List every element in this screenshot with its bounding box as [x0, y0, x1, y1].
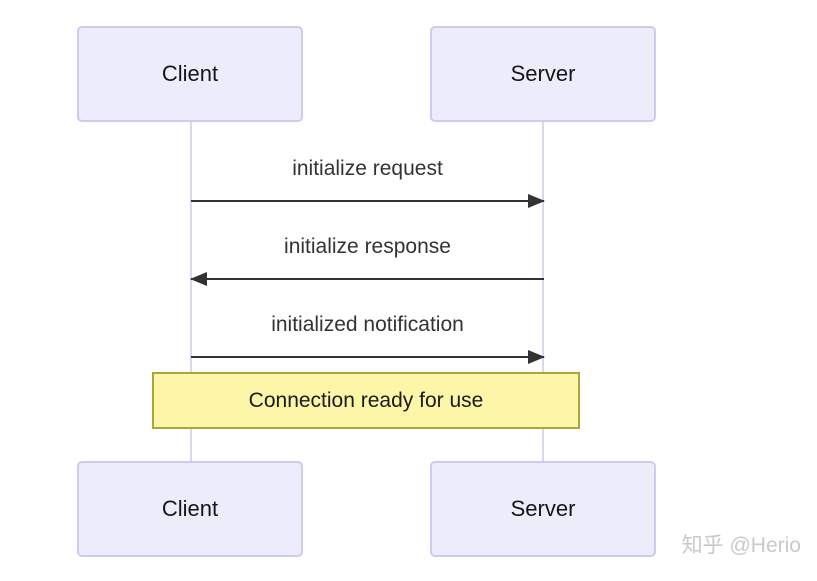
- message-label: initialized notification: [271, 313, 464, 336]
- message-initialize-response: initialize response: [190, 234, 544, 286]
- message-initialized-notification: initialized notification: [191, 312, 545, 364]
- actor-label-server-top: Server: [510, 61, 576, 86]
- watermark-text: 知乎 @Herio: [681, 534, 801, 557]
- arrowhead-left-icon: [190, 272, 207, 286]
- message-initialize-request: initialize request: [191, 156, 545, 208]
- arrow-line: [190, 272, 544, 286]
- message-label: initialize response: [284, 235, 451, 258]
- arrow-line: [191, 350, 545, 364]
- arrow-line: [191, 194, 545, 208]
- actor-box-client-top: Client: [77, 26, 303, 122]
- actor-box-client-bottom: Client: [77, 461, 303, 557]
- actor-label-client-bottom: Client: [161, 496, 219, 521]
- lifeline-server: [542, 122, 544, 461]
- actor-label-client-top: Client: [161, 61, 219, 86]
- lifeline-client: [190, 122, 192, 461]
- note-connection-ready: Connection ready for use: [152, 372, 580, 429]
- message-label: initialize request: [292, 157, 443, 180]
- arrowhead-right-icon: [528, 350, 545, 364]
- actor-label-server-bottom: Server: [510, 496, 576, 521]
- arrowhead-right-icon: [528, 194, 545, 208]
- note-label: Connection ready for use: [248, 388, 484, 412]
- actor-box-server-bottom: Server: [430, 461, 656, 557]
- actor-box-server-top: Server: [430, 26, 656, 122]
